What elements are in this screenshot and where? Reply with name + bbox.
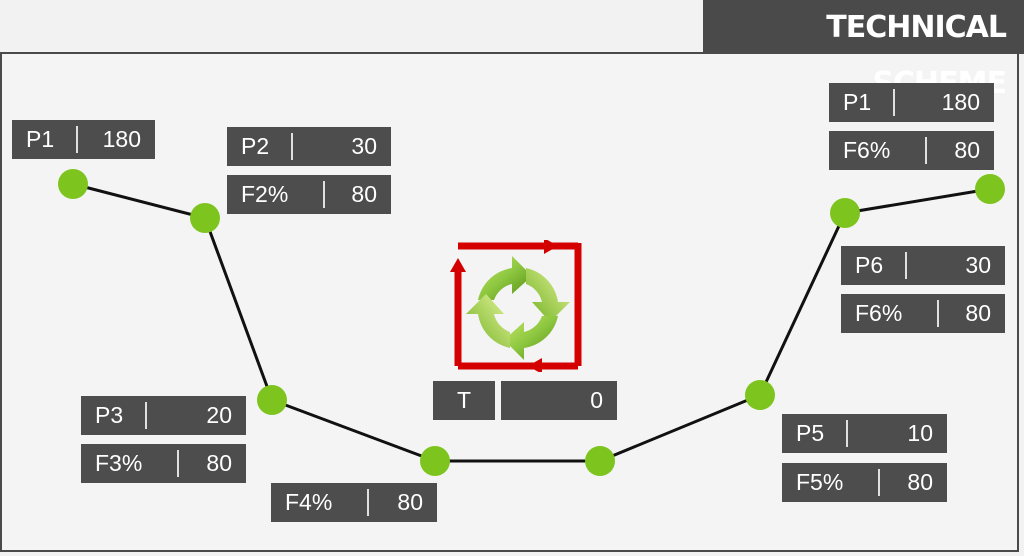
separator [937, 300, 939, 327]
node-3[interactable] [257, 385, 287, 415]
param-label: P3 [95, 402, 124, 428]
param-p6[interactable]: P6 30 [841, 246, 1005, 285]
param-f3[interactable]: F3% 80 [81, 444, 246, 483]
separator [878, 469, 880, 496]
param-label: F6% [843, 137, 891, 163]
param-label: F6% [855, 300, 903, 326]
param-value: 180 [941, 89, 980, 115]
param-value: 80 [397, 489, 423, 515]
param-value: 80 [965, 300, 991, 326]
param-value: 30 [965, 252, 991, 278]
separator [905, 252, 907, 279]
param-t-value-box[interactable]: 0 [501, 381, 617, 420]
separator [177, 450, 179, 477]
param-value: 80 [351, 181, 377, 207]
separator [925, 137, 927, 164]
param-value: 20 [206, 402, 232, 428]
param-label: T [456, 387, 472, 413]
param-label: F5% [796, 469, 844, 495]
node-2[interactable] [190, 203, 220, 233]
node-6[interactable] [745, 380, 775, 410]
recycle-cycle-icon[interactable] [446, 240, 586, 372]
curve-line [72, 182, 991, 463]
separator [893, 89, 895, 116]
separator [76, 126, 78, 153]
separator [367, 489, 369, 516]
param-f6-upper[interactable]: F6% 80 [829, 131, 994, 170]
param-f6-lower[interactable]: F6% 80 [841, 294, 1005, 333]
separator [145, 402, 147, 429]
param-label: P1 [26, 126, 55, 152]
param-label: F3% [95, 450, 143, 476]
param-label: P1 [843, 89, 872, 115]
param-f2[interactable]: F2% 80 [227, 175, 391, 214]
param-label: P6 [855, 252, 884, 278]
node-4[interactable] [420, 446, 450, 476]
param-label: F4% [285, 489, 333, 515]
param-value: 180 [102, 126, 141, 152]
param-p1-left[interactable]: P1 180 [12, 120, 155, 159]
param-value: 30 [351, 133, 377, 159]
param-value: 80 [954, 137, 980, 163]
param-p1-right[interactable]: P1 180 [829, 83, 994, 122]
separator [846, 420, 848, 447]
param-p5[interactable]: P5 10 [782, 414, 947, 453]
param-f5[interactable]: F5% 80 [782, 463, 947, 502]
param-label: P5 [796, 420, 825, 446]
param-f4[interactable]: F4% 80 [271, 483, 437, 522]
separator [323, 181, 325, 208]
param-t-label-box: T [433, 381, 495, 420]
param-label: P2 [241, 133, 270, 159]
node-5[interactable] [585, 446, 615, 476]
param-label: F2% [241, 181, 289, 207]
node-1[interactable] [58, 169, 88, 199]
param-value: 80 [206, 450, 232, 476]
node-7[interactable] [830, 198, 860, 228]
param-p2[interactable]: P2 30 [227, 127, 391, 166]
param-p3[interactable]: P3 20 [81, 396, 246, 435]
node-8[interactable] [975, 174, 1005, 204]
param-value: 10 [907, 420, 933, 446]
separator [291, 133, 293, 160]
param-value: 80 [907, 469, 933, 495]
param-value: 0 [590, 387, 603, 413]
